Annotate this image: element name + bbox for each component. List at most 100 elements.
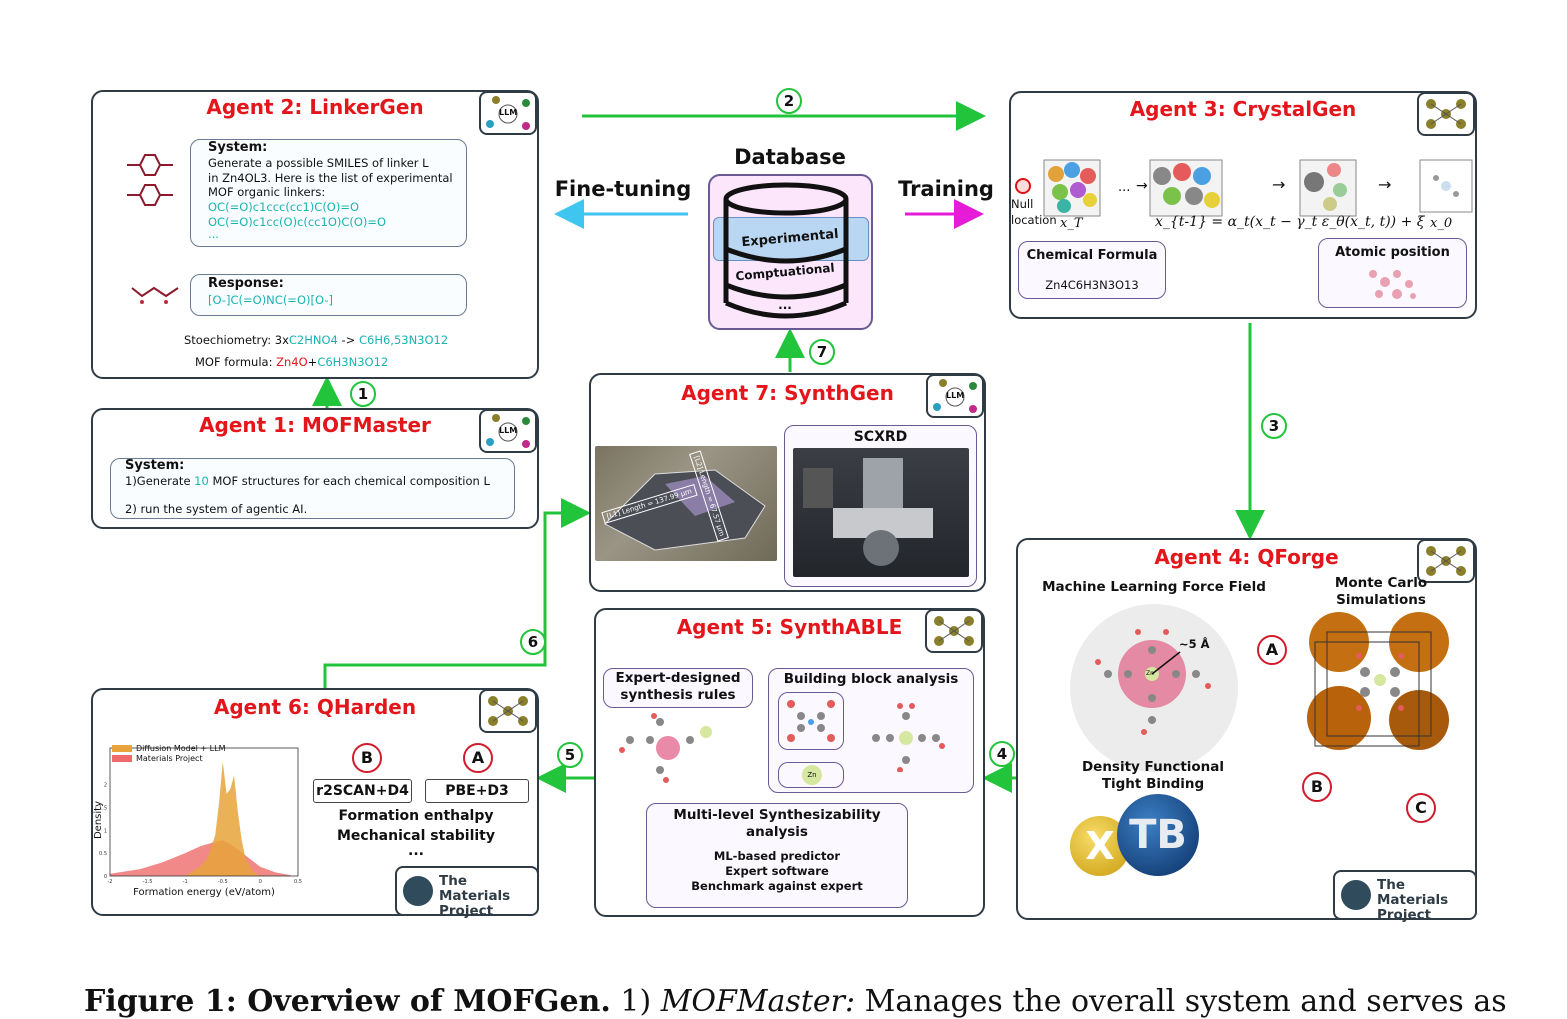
experimental-band (713, 217, 869, 261)
formula-b: C6H3N3O12 (317, 355, 389, 369)
step-4-label: 4 (989, 741, 1015, 767)
monte-carlo-cell (1307, 612, 1449, 750)
qharden-label-b: B (352, 743, 382, 773)
expert-rules-molecule (619, 713, 712, 783)
zn-node-icon: Zn (802, 765, 822, 785)
r2scan-method: r2SCAN+D4 (313, 779, 412, 803)
svg-text:→: → (1272, 175, 1285, 194)
step-1-label: 1 (350, 381, 376, 407)
svg-text:→: → (1378, 175, 1391, 194)
instrument-shape (803, 458, 933, 566)
y-axis-label: Density (93, 801, 104, 839)
x-tick-label: -0.5 (218, 879, 228, 885)
building-block-molecule-2 (872, 703, 945, 772)
agent1-system-text: System: 1)Generate 10 MOF structures for… (125, 458, 490, 517)
series-area-0 (185, 761, 261, 876)
scxrd-label: SCXRD (853, 429, 908, 445)
y-tick-label: 0.5 (99, 851, 107, 857)
step-6-label: 6 (520, 629, 546, 655)
atomic-position-structure (1369, 270, 1416, 299)
cutoff-radius-label: ~5 Å (1179, 637, 1210, 651)
zn-center-label: Zn (1146, 670, 1154, 677)
agent2-mof-formula: MOF formula: Zn4O+C6H3N3O12 (195, 355, 388, 369)
scxrd-instrument-photo (793, 448, 969, 577)
agent1-system-label: System: (125, 458, 185, 473)
agent1-llm-badge: LLM (479, 409, 537, 453)
xtb-tb-circle: TB (1117, 794, 1199, 876)
qforge-label-b: B (1302, 772, 1332, 802)
agent6-network-badge (479, 689, 537, 733)
agent1-line-2: 2) run the system of agentic AI. (125, 502, 308, 516)
stoich-a: C2HNO4 (288, 333, 338, 347)
agent2-system-line: in Zn4OL3. Here is the list of experimen… (208, 170, 453, 185)
llm-badge-text: LLM (946, 391, 965, 400)
xtb-x-circle: X (1070, 816, 1130, 876)
training-label: Training (898, 177, 994, 201)
multi-level-panel (646, 803, 908, 908)
gnn-network-icon (1426, 99, 1466, 129)
response-molecule-icon (131, 286, 179, 304)
diffusion-equation: x_{t-1} = α_t(x_t − γ_t ε_θ(x_t, t)) + ξ (1155, 214, 1425, 230)
llm-network-icon (933, 379, 977, 413)
chart-frame (109, 747, 299, 877)
ellipsis-label: ... (1118, 180, 1131, 195)
mlff-cutoff-sphere (1070, 604, 1238, 772)
linker-molecule-icon-2 (127, 184, 173, 206)
x-tick-label: 0.5 (294, 879, 302, 885)
caption-tail: Manages the overall system and serves as (855, 984, 1507, 1019)
agent2-system-panel (190, 139, 467, 247)
agent2-smiles-1: OC(=O)c1ccc(cc1)C(O)=O (208, 200, 360, 215)
agent4-title: Agent 4: QForge (1154, 545, 1339, 569)
stoich-b: C6H6,53N3O12 (358, 333, 449, 347)
building-block-label: Building block analysis (783, 671, 959, 687)
building-block-molecule-1 (787, 700, 835, 742)
agent2-llm-badge: LLM (479, 91, 537, 135)
step-2-label: 2 (776, 88, 802, 114)
agent2-title: Agent 2: LinkerGen (206, 95, 424, 119)
y-tick-label: 0 (104, 874, 107, 880)
stoich-arrow: -> (337, 333, 359, 347)
agent2-response-label: Response: (208, 276, 284, 291)
agent2-system-text: System: Generate a possible SMILES of li… (208, 140, 453, 239)
agent1-title: Agent 1: MOFMaster (199, 413, 431, 437)
x-tick-label: -1.5 (143, 879, 153, 885)
item-benchmark: Benchmark against expert (691, 879, 863, 893)
agent1-line-1: 1)Generate 10 MOF structures for each ch… (125, 473, 490, 488)
db-ellipsis: ... (778, 298, 792, 312)
chemical-formula-label: Chemical Formula (1026, 248, 1158, 263)
legend-swatch (112, 755, 132, 762)
prop-formation-enthalpy: Formation enthalpy (338, 808, 494, 824)
xtb-logo: X TB (1070, 794, 1205, 884)
agent7-llm-badge: LLM (926, 374, 984, 418)
agent3-network-badge (1417, 92, 1475, 136)
agent2-system-line: Generate a possible SMILES of linker L (208, 155, 429, 170)
xT-label: x_T (1060, 216, 1083, 231)
agent2-response-value: [O-]C(=O)NC(=O)[O-] (208, 293, 333, 307)
agent2-system-label: System: (208, 140, 268, 155)
x-tick-label: -2 (108, 879, 113, 885)
multi-level-items: ML-based predictor Expert software Bench… (646, 849, 908, 894)
caption-italic: MOFMaster: (660, 984, 856, 1019)
agent7-title: Agent 7: SynthGen (681, 381, 894, 405)
database-icon (723, 182, 849, 319)
formula-plus: + (307, 355, 318, 369)
crystal-diffusion-strip: →→→ (1043, 159, 1473, 217)
fine-tuning-label: Fine-tuning (554, 177, 692, 201)
expert-rules-panel (603, 668, 753, 708)
step-7-label: 7 (809, 339, 835, 365)
agent5-title: Agent 5: SynthABLE (676, 615, 903, 639)
prop-mechanical-stability: Mechanical stability (336, 828, 496, 844)
crystal-microscope-photo: [L1] Length = 137.99 μm [L2] Length = 67… (595, 446, 777, 561)
agent6-title: Agent 6: QHarden (213, 695, 417, 719)
formula-label: MOF formula: (195, 355, 277, 369)
materials-project-logo-icon (403, 876, 433, 906)
materials-project-logo-icon (1341, 880, 1371, 910)
llm-network-icon (486, 414, 530, 448)
gnn-network-icon (488, 696, 528, 726)
caption-bold: Figure 1: Overview of MOFGen. (84, 984, 611, 1019)
